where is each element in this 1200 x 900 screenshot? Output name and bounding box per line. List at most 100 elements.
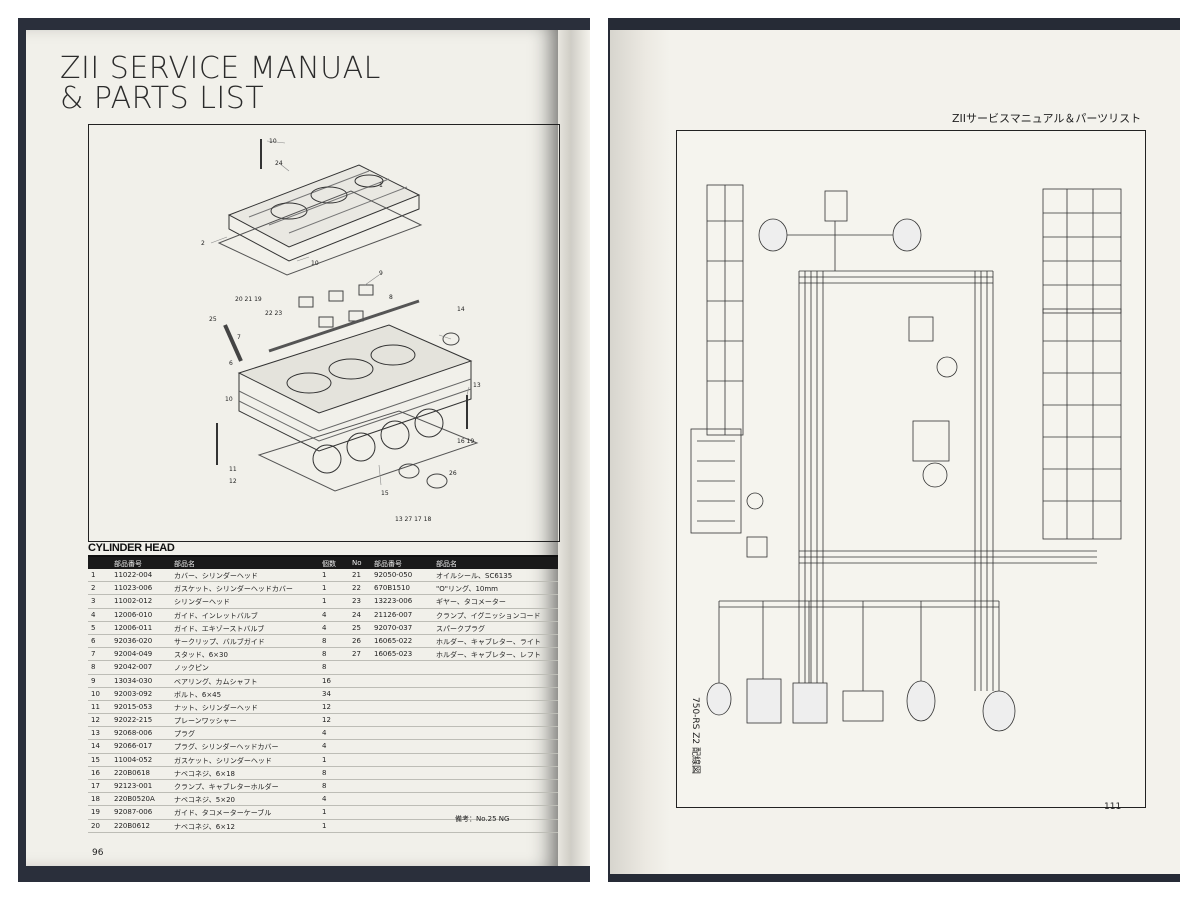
svg-text:26: 26	[449, 470, 457, 477]
row-part-no: 92003-092	[114, 689, 153, 698]
row-no-2: 27	[352, 650, 361, 659]
row-part-no: 12006-011	[114, 623, 153, 632]
row-name: ナベコネジ、6×12	[174, 822, 236, 831]
row-part-no: 11023-006	[114, 584, 153, 593]
header-qty: 個数	[322, 560, 336, 568]
header-no: No	[352, 559, 362, 567]
row-no: 18	[91, 795, 100, 804]
header-name: 部品名	[174, 560, 195, 568]
row-no: 20	[91, 821, 100, 830]
row-name: クランプ、キャブレターホルダー	[174, 783, 279, 791]
row-no: 16	[91, 768, 100, 777]
manual-title: ZII SERVICE MANUAL & PARTS LIST	[60, 54, 410, 114]
row-no-2: 23	[352, 597, 361, 606]
row-part-no: 11002-012	[114, 597, 153, 606]
row-part-no-2: 16065-022	[374, 636, 413, 645]
svg-text:10: 10	[269, 138, 277, 145]
row-no: 5	[91, 623, 96, 632]
row-no: 15	[91, 755, 100, 764]
row-no: 2	[91, 584, 96, 593]
row-part-no-2: 13223-006	[374, 597, 413, 606]
row-no: 10	[91, 689, 100, 698]
row-qty: 8	[322, 768, 327, 777]
row-name: ガスケット、シリンダーヘッドカバー	[174, 585, 293, 594]
row-name: シリンダーヘッド	[174, 598, 230, 607]
row-part-no: 13034-030	[114, 676, 153, 685]
row-qty: 1	[322, 808, 327, 817]
row-no: 19	[91, 808, 100, 817]
row-no: 7	[91, 650, 96, 659]
row-qty: 8	[322, 636, 327, 645]
row-qty: 1	[322, 584, 327, 593]
row-name-2: ホルダー、キャブレター、レフト	[436, 651, 541, 660]
row-no: 6	[91, 636, 96, 645]
svg-text:6: 6	[229, 360, 233, 367]
row-qty: 1	[322, 571, 327, 579]
row-part-no: 220B0612	[114, 821, 150, 830]
row-qty: 1	[322, 755, 327, 764]
row-no-2: 21	[352, 571, 361, 579]
svg-text:11: 11	[229, 466, 237, 473]
diagram-label: 750-RS Z2 配線図	[690, 697, 702, 774]
row-no: 17	[91, 782, 100, 790]
row-qty: 1	[322, 597, 327, 606]
page-number-left: 96	[92, 848, 104, 858]
right-page-title: ZIIサービスマニュアル＆パーツリスト	[952, 112, 1142, 125]
row-no-2: 25	[352, 623, 361, 632]
row-no: 11	[91, 702, 100, 711]
row-part-no: 11004-052	[114, 755, 153, 764]
svg-text:15: 15	[381, 490, 389, 497]
row-qty: 12	[322, 716, 331, 725]
table-note: 備考：No.25 NG	[455, 815, 510, 823]
table-header: 部品番号 部品名 個数 No 部品番号 部品名	[88, 557, 558, 569]
page-number-right: 111	[1104, 802, 1122, 812]
svg-text:14: 14	[457, 306, 465, 313]
row-part-no: 220B0520A	[114, 795, 155, 804]
row-no: 3	[91, 597, 96, 606]
row-no-2: 22	[352, 584, 361, 593]
svg-text:25: 25	[209, 316, 217, 323]
table-title: CYLINDER HEAD	[88, 540, 558, 557]
row-name: プラグ、シリンダーヘッドカバー	[174, 743, 279, 752]
wiring-diagram-drawing: 750-RS Z2 配線図	[690, 184, 1122, 774]
row-no-2: 26	[352, 636, 361, 645]
row-name-2: クランプ、イグニッションコード	[436, 611, 541, 620]
row-part-no-2: 16065-023	[374, 650, 413, 659]
row-name: ガイド、エキゾーストバルブ	[174, 624, 265, 633]
row-part-no-2: 21126-007	[374, 610, 413, 619]
row-name: プレーンワッシャー	[174, 717, 237, 726]
row-part-no: 92042-007	[114, 663, 153, 672]
row-qty: 8	[322, 663, 327, 672]
row-name-2: ホルダー、キャブレター、ライト	[436, 637, 541, 646]
svg-text:10: 10	[225, 396, 233, 403]
row-name: ナット、シリンダーヘッド	[174, 703, 258, 712]
svg-text:13: 13	[473, 382, 481, 389]
row-part-no: 92087-006	[114, 808, 153, 817]
row-part-no: 92022-215	[114, 716, 153, 725]
row-part-no: 220B0618	[114, 768, 150, 777]
title-line-1: ZII SERVICE MANUAL	[60, 51, 381, 86]
row-part-no-2: 670B1510	[374, 584, 410, 593]
row-qty: 4	[322, 795, 327, 804]
svg-text:22 23: 22 23	[265, 310, 282, 317]
row-no: 14	[91, 742, 100, 751]
row-part-no: 92015-053	[114, 702, 153, 711]
header-part-no-2: 部品番号	[374, 560, 402, 568]
row-no: 4	[91, 610, 96, 619]
row-qty: 12	[322, 702, 331, 711]
